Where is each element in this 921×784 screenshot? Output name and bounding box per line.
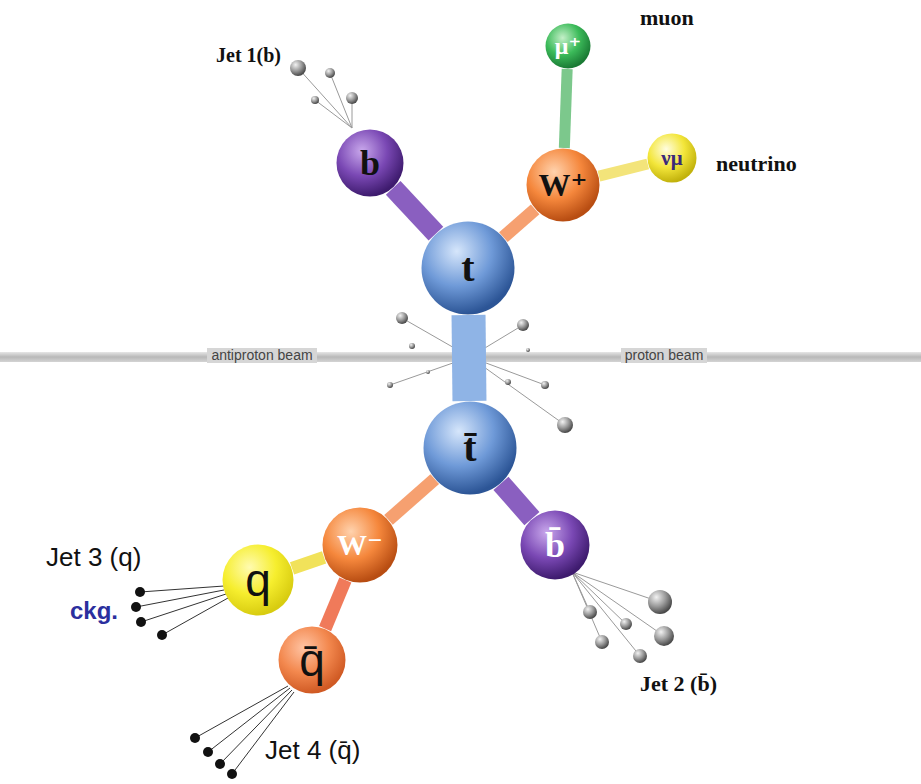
jet1-spray [290, 60, 358, 128]
jet2-spray [572, 572, 674, 663]
jet3-spray [131, 586, 228, 640]
diagram-label: ckg. [70, 598, 118, 624]
decay-line [599, 164, 648, 176]
particle-sphere: q [222, 544, 294, 616]
sphere-fill [223, 545, 294, 616]
particle-sphere: b [336, 129, 404, 197]
sphere-fill [424, 402, 517, 495]
sphere-fill [337, 130, 404, 197]
particle-symbol: q̄ [278, 626, 346, 694]
particle-symbol: νμ [647, 133, 697, 183]
sphere-fill [521, 511, 590, 580]
sphere-fill [527, 149, 600, 222]
sphere-fill [422, 222, 515, 315]
decay-line [389, 479, 435, 520]
sphere-fill [546, 24, 591, 69]
particle-symbol: q [222, 544, 294, 616]
decay-line [393, 188, 436, 234]
diagram-label: Jet 3 (q) [46, 543, 141, 572]
sphere-fill [323, 508, 398, 583]
particle-sphere: μ⁺ [545, 23, 591, 69]
particle-sphere: W⁺ [526, 148, 600, 222]
particle-symbol: b̄ [520, 510, 590, 580]
decay-line [292, 557, 324, 568]
diagram-label: antiproton beam [207, 348, 316, 363]
particle-sphere: t̄ [423, 401, 517, 495]
particle-sphere: t [421, 221, 515, 315]
particle-symbol: b [336, 129, 404, 197]
diagram-label: Jet 4 (q̄) [265, 736, 360, 765]
particle-sphere: νμ [647, 133, 697, 183]
particle-symbol: t [421, 221, 515, 315]
diagram-label: muon [640, 6, 694, 30]
sphere-fill [648, 134, 697, 183]
diagram-label: neutrino [716, 152, 797, 176]
diagram-label: Jet 2 (b̄) [640, 672, 717, 696]
diagram-label: proton beam [621, 348, 708, 363]
particle-symbol: W⁺ [526, 148, 600, 222]
particle-sphere: W⁻ [322, 507, 398, 583]
particle-sphere: q̄ [278, 626, 346, 694]
jet4-spray [190, 686, 294, 779]
particle-sphere: b̄ [520, 510, 590, 580]
particle-symbol: μ⁺ [545, 23, 591, 69]
decay-line [452, 315, 487, 401]
decay-line [325, 580, 345, 629]
sphere-fill [279, 627, 346, 694]
decay-line [564, 69, 567, 148]
decay-line [501, 483, 532, 518]
decay-line [503, 209, 535, 237]
particle-symbol: W⁻ [322, 507, 398, 583]
particle-symbol: t̄ [423, 401, 517, 495]
diagram-label: Jet 1(b) [216, 44, 281, 66]
